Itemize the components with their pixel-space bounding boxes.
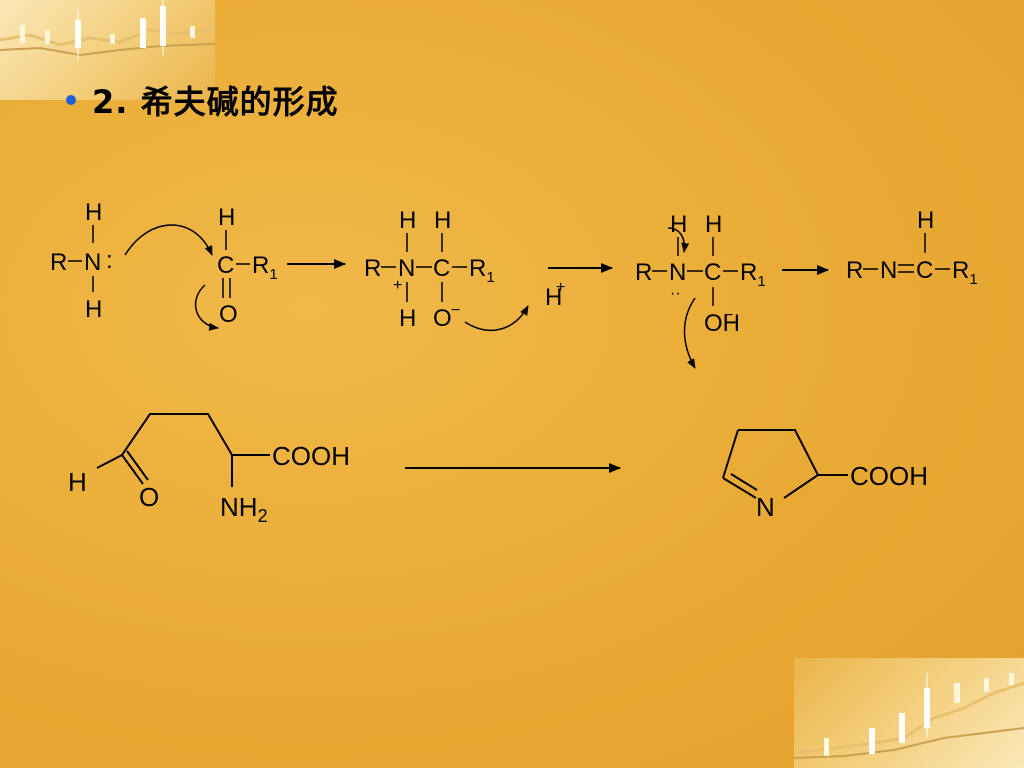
imine-n: N (880, 257, 897, 284)
intermediate-h-bottom: H (399, 305, 416, 332)
carbinolamine-h-n: H (670, 211, 687, 238)
intermediate-c: C (433, 255, 450, 282)
curved-arrow-o-to-proton (464, 305, 529, 331)
carbinolamine-minus: − (724, 307, 733, 324)
tetrahedral-intermediate: H H R N + C R1 H O − (364, 207, 495, 332)
bullet-dot-icon (66, 95, 76, 105)
aldehyde-o-label: O (139, 482, 159, 512)
intermediate-r1: R1 (469, 255, 495, 286)
aldehyde-h: H (218, 204, 235, 231)
imine-structure: H R N C R1 (846, 207, 978, 288)
amine-h-top: H (85, 199, 102, 226)
intermediate-o: O (433, 305, 452, 332)
intermediate-plus: + (393, 277, 402, 294)
stock-chart-decoration-bottom-right (794, 658, 1024, 768)
curved-arrow-h-shift (667, 227, 690, 253)
carbinolamine-oh: OH (704, 310, 740, 337)
carbinolamine-structure: H H R N ·· C R1 OH − (635, 211, 766, 337)
ring-n-label: N (756, 492, 775, 522)
aldehyde-r1: R1 (252, 252, 278, 283)
bullet-item: 2. 希夫碱的形成 (66, 78, 339, 122)
intermediate-r: R (364, 255, 381, 282)
intermediate-h-c: H (434, 207, 451, 234)
proton: H + (545, 279, 565, 311)
amine-h-bottom: H (85, 296, 102, 323)
amine-structure: H R N : H (50, 199, 113, 323)
imine-r1: R1 (952, 257, 978, 288)
amine-r: R (50, 249, 67, 276)
curved-arrow-n-to-c (124, 224, 213, 256)
carbinolamine-c: C (704, 259, 721, 286)
intermediate-n: N (398, 255, 415, 282)
imine-r: R (846, 257, 863, 284)
proton-h: H (545, 284, 562, 311)
intermediate-h-n: H (399, 207, 416, 234)
pyrroline-carboxylate: N COOH (722, 429, 928, 522)
stock-chart-decoration-top-left (0, 0, 215, 100)
carbinolamine-h-c: H (705, 211, 722, 238)
carboxyl-right-label: COOH (850, 461, 928, 491)
proton-plus: + (556, 279, 565, 296)
aldehyde-c: C (217, 252, 234, 279)
carbinolamine-r: R (635, 259, 652, 286)
carbinolamine-n: N (669, 259, 686, 286)
carbinolamine-r1: R1 (740, 259, 766, 290)
curved-arrow-pi-to-o (194, 284, 219, 331)
carboxyl-left-label: COOH (272, 441, 350, 471)
aldehyde-h-label: H (68, 467, 87, 497)
slide-title: 2. 希夫碱的形成 (92, 83, 339, 121)
intermediate-minus: − (451, 302, 460, 319)
carbinolamine-lone-pair: ·· (670, 285, 681, 302)
aldehyde-structure: H C R1 O (217, 204, 278, 328)
amine-n: N (84, 249, 101, 276)
imine-h: H (917, 207, 934, 234)
imine-c: C (916, 257, 933, 284)
curved-arrow-oh-leaving (683, 297, 696, 369)
glutamate-semialdehyde: H O NH2 COOH (68, 413, 350, 526)
amine-lone-pair: : (106, 247, 113, 274)
aldehyde-o: O (219, 301, 238, 328)
amino-group-label: NH2 (220, 492, 268, 526)
